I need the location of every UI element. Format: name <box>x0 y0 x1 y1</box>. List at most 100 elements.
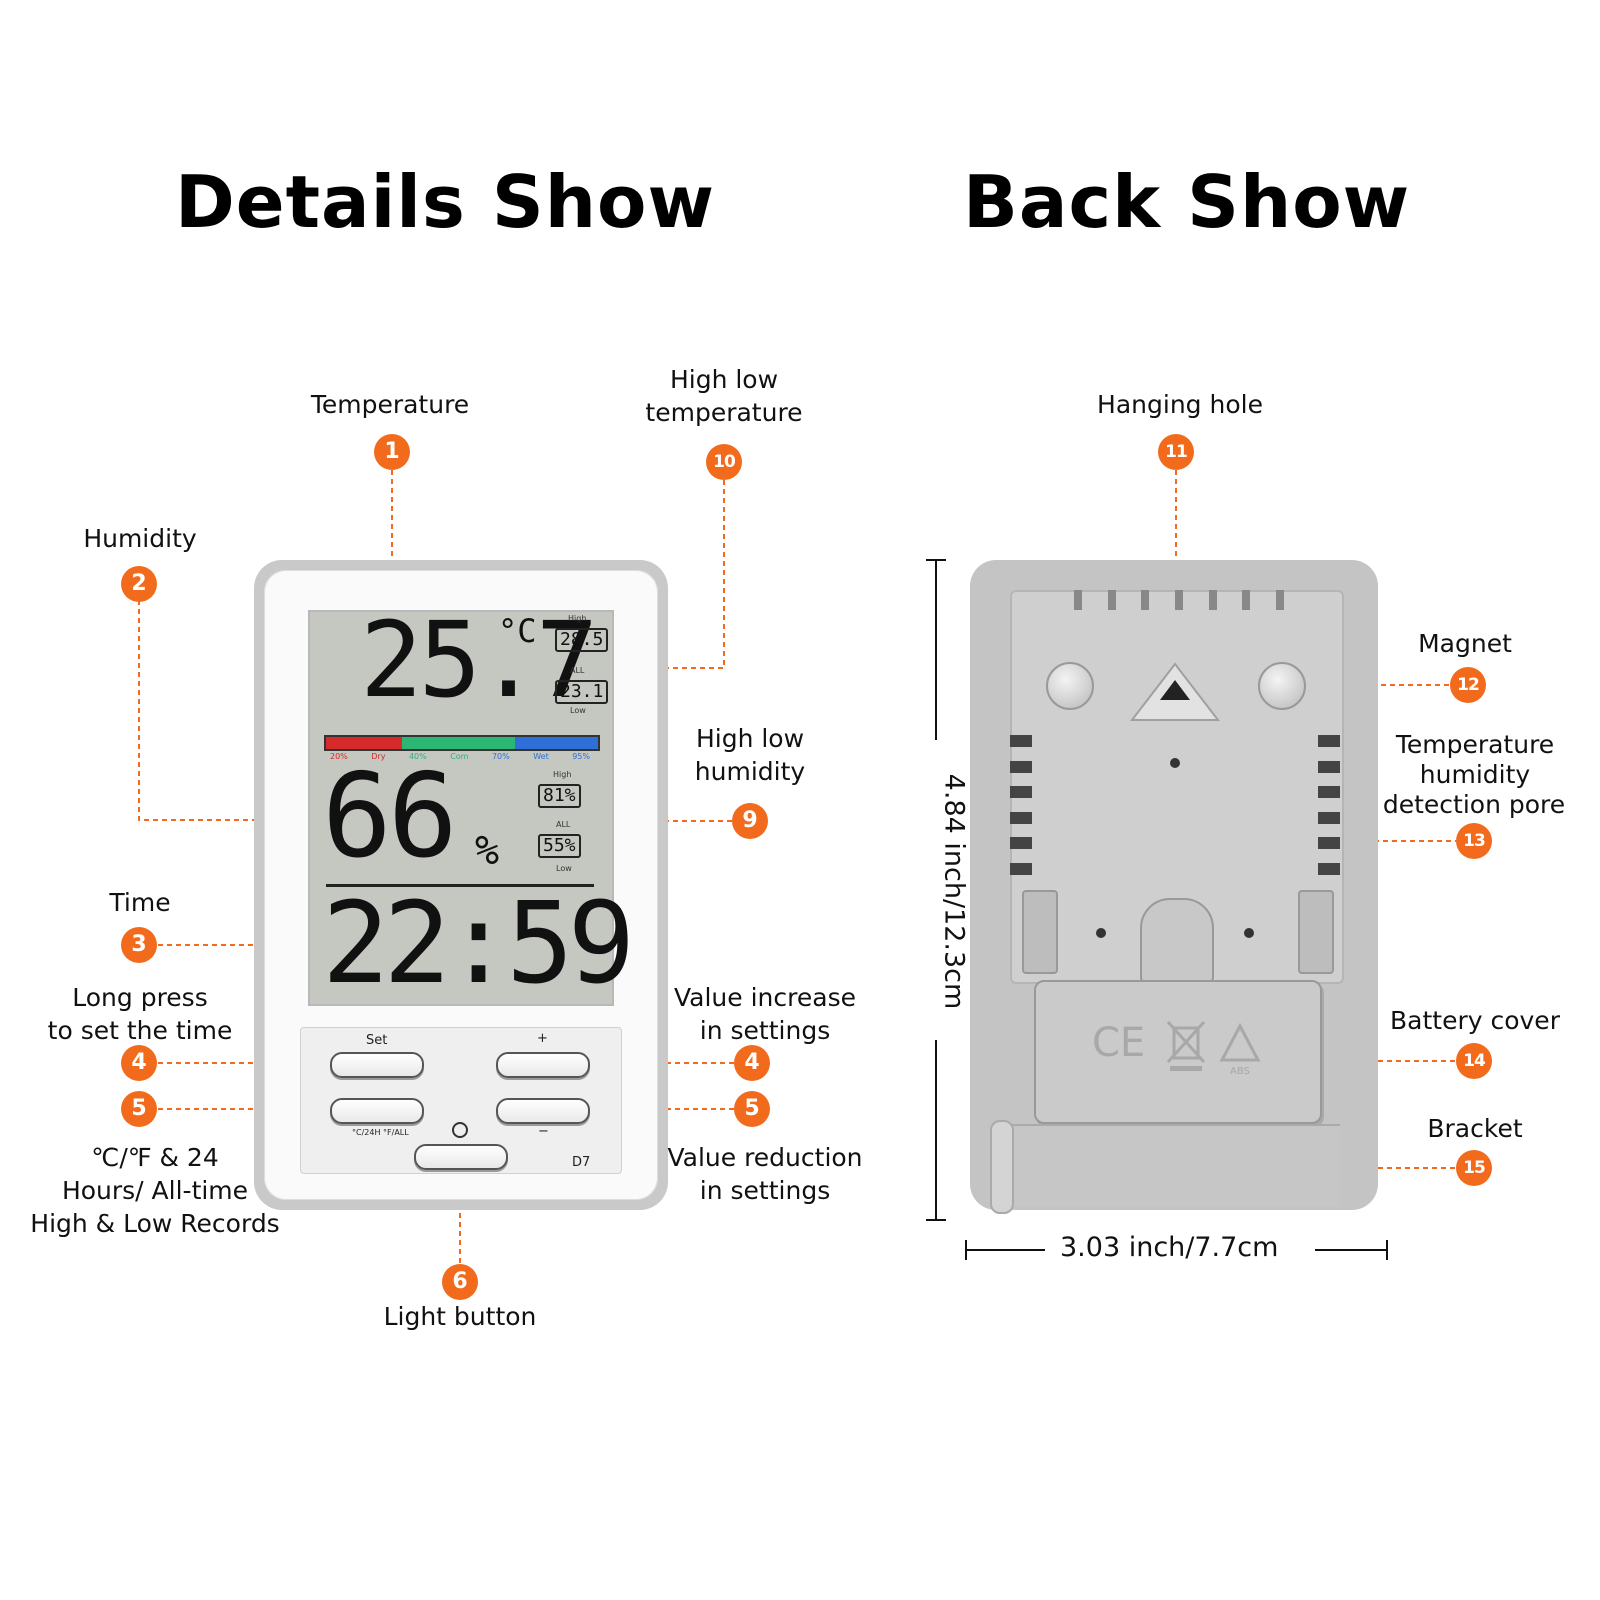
callout-6: 6 <box>442 1264 478 1300</box>
callout-4-right: 4 <box>734 1045 770 1081</box>
unit-toggle-label: °C/24H °F/ALL <box>352 1128 409 1137</box>
magnet-right <box>1258 662 1306 710</box>
bracket-label: Bracket <box>1427 1114 1523 1143</box>
temperature-reading: 25.7 <box>360 599 598 721</box>
unit-records-label-line2: Hours/ All-time <box>61 1176 249 1205</box>
back-heading: Back Show <box>963 160 1411 244</box>
hum-all-label: ALL <box>556 820 571 829</box>
scale-label: 95% <box>572 752 590 761</box>
callout-9: 9 <box>732 803 768 839</box>
pore-label-line2: humidity <box>1419 760 1531 789</box>
light-bulb-icon <box>452 1122 468 1138</box>
light-button-label: Light button <box>383 1302 537 1331</box>
details-heading: Details Show <box>175 160 715 244</box>
magnet-label: Magnet <box>1418 629 1512 658</box>
unit-records-label-line1: ℃/℉ & 24 <box>91 1143 219 1172</box>
value-increase-label-line1: Value increase <box>674 983 856 1012</box>
high-low-humidity-label-line2: humidity <box>694 757 806 786</box>
callout-1: 1 <box>374 434 410 470</box>
bracket-latch <box>1140 898 1214 982</box>
scale-label: Dry <box>371 752 386 761</box>
temp-all-label: ALL <box>570 666 585 675</box>
magnet-left <box>1046 662 1094 710</box>
hum-low-value: 55% <box>538 834 581 858</box>
scale-dry-segment <box>326 737 402 749</box>
hinge-right <box>1298 890 1334 974</box>
pore-label-line1: Temperature <box>1395 730 1555 759</box>
hum-high-value: 81% <box>538 784 581 808</box>
scale-label: Wet <box>533 752 549 761</box>
callout-3: 3 <box>121 927 157 963</box>
callout-14: 14 <box>1456 1043 1492 1079</box>
hinge-left <box>1022 890 1058 974</box>
value-reduction-label-line2: in settings <box>699 1176 831 1205</box>
hanging-hole-label: Hanging hole <box>1097 390 1263 419</box>
unit-toggle-button[interactable] <box>330 1098 424 1124</box>
callout-12: 12 <box>1450 667 1486 703</box>
minus-button-label: − <box>538 1124 549 1139</box>
callout-5-right: 5 <box>734 1091 770 1127</box>
temperature-label: Temperature <box>310 390 470 419</box>
value-reduction-label-line1: Value reduction <box>667 1143 863 1172</box>
plus-button-label: + <box>537 1031 548 1046</box>
set-button-label: Set <box>366 1033 388 1048</box>
time-reading: 22:59 <box>322 879 635 1009</box>
comfort-scale-bar <box>324 735 600 751</box>
set-time-label-line2: to set the time <box>47 1016 233 1045</box>
callout-5-left: 5 <box>121 1091 157 1127</box>
callout-11: 11 <box>1158 434 1194 470</box>
plus-button[interactable] <box>496 1052 590 1078</box>
scale-label: 70% <box>491 752 510 761</box>
scale-label: Com <box>450 752 469 761</box>
time-label: Time <box>109 888 171 917</box>
screw-dot <box>1096 928 1106 938</box>
humidity-unit: % <box>475 828 500 874</box>
minus-button[interactable] <box>496 1098 590 1124</box>
scale-com-segment <box>401 737 515 749</box>
callout-13: 13 <box>1456 823 1492 859</box>
high-low-humidity-label-line1: High low <box>695 724 805 753</box>
callout-10: 10 <box>706 444 742 480</box>
screw-dot <box>1244 928 1254 938</box>
set-button[interactable] <box>330 1052 424 1078</box>
lcd-divider <box>326 884 594 887</box>
humidity-reading: 66 <box>322 749 458 884</box>
lcd-screen <box>308 610 614 1006</box>
battery-cover-label: Battery cover <box>1390 1006 1560 1035</box>
callout-15: 15 <box>1456 1150 1492 1186</box>
hanging-hole <box>1130 662 1220 721</box>
abs-mark: ABS <box>1230 1066 1250 1077</box>
weee-bin-icon <box>1166 1020 1206 1071</box>
value-increase-label-line2: in settings <box>699 1016 831 1045</box>
pore-label-line3: detection pore <box>1382 790 1566 819</box>
callout-2: 2 <box>121 566 157 602</box>
height-dimension: 4.84 inch/12.3cm <box>938 773 970 1010</box>
set-time-label-line1: Long press <box>72 983 208 1012</box>
detection-pores-left <box>1010 735 1032 875</box>
light-button[interactable] <box>414 1144 508 1170</box>
hum-low-label: Low <box>556 864 572 873</box>
temp-high-label: High <box>568 614 587 623</box>
high-low-temp-label-line2: temperature <box>645 398 803 427</box>
model-label: D7 <box>572 1155 591 1170</box>
width-dimension: 3.03 inch/7.7cm <box>1060 1232 1279 1263</box>
temp-high-value: 28.5 <box>555 628 609 652</box>
high-low-temp-label-line1: High low <box>669 365 779 394</box>
bracket <box>1010 1124 1340 1206</box>
scale-label: 40% <box>408 752 427 761</box>
scale-wet-segment <box>514 737 598 749</box>
callout-4-left: 4 <box>121 1045 157 1081</box>
unit-records-label-line3: High & Low Records <box>30 1209 280 1238</box>
bracket-hinge-knob <box>990 1120 1014 1214</box>
recycle-icon <box>1219 1022 1261 1062</box>
temp-low-label: Low <box>570 706 586 715</box>
detection-pores-right <box>1318 735 1340 875</box>
scale-label: 20% <box>330 752 348 761</box>
ce-mark: CE <box>1092 1020 1146 1066</box>
hum-high-label: High <box>553 770 572 779</box>
top-vents <box>1074 590 1284 610</box>
comfort-scale-labels: 20% Dry 40% Com 70% Wet 95% <box>330 752 590 761</box>
temp-low-value: 23.1 <box>555 680 609 704</box>
temperature-unit: °C <box>498 612 537 650</box>
humidity-label: Humidity <box>83 524 197 553</box>
